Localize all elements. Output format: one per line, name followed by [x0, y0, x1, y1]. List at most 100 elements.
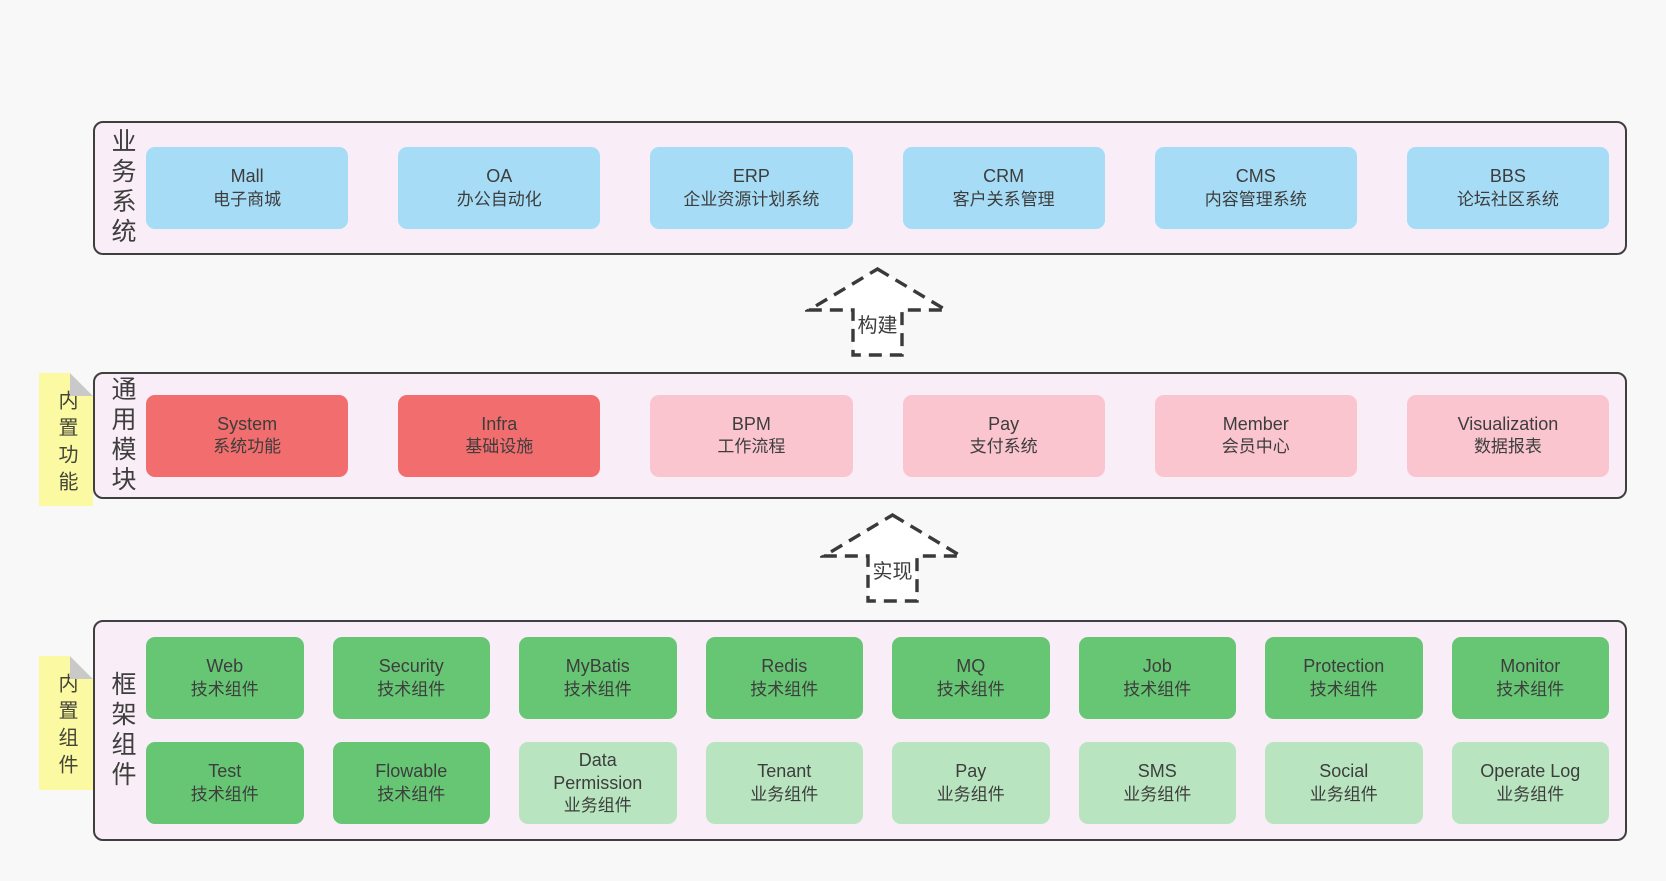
module-name: Tenant — [757, 761, 812, 782]
module-subtitle: 基础设施 — [465, 437, 534, 457]
module-name: Member — [1222, 413, 1289, 434]
module-subtitle: 技术组件 — [1123, 679, 1192, 699]
module-subtitle: 业务组件 — [750, 784, 819, 804]
module-name: Test — [208, 761, 242, 782]
sticky-tab-builtin-features: 内置功能 — [39, 373, 93, 506]
module-name: Mall — [230, 166, 264, 187]
module-name: MQ — [956, 656, 986, 677]
module-name: Pay — [988, 413, 1020, 434]
module-name: Redis — [761, 656, 808, 677]
sticky-tab-builtin-components: 内置组件 — [39, 656, 93, 790]
module-name: CMS — [1235, 166, 1276, 187]
module-name: System — [217, 413, 278, 434]
module-name: Data Permission — [553, 749, 643, 793]
module-subtitle: 支付系统 — [969, 437, 1038, 457]
band-label: 框架组件 — [108, 670, 136, 791]
module-name: Job — [1142, 656, 1172, 677]
module-name: CRM — [983, 166, 1025, 187]
sticky-tab-label: 内置组件 — [55, 673, 77, 781]
module-subtitle: 客户关系管理 — [952, 189, 1055, 209]
module-name: Monitor — [1500, 656, 1561, 677]
module-subtitle: 技术组件 — [750, 679, 819, 699]
module-name: BBS — [1489, 166, 1526, 187]
arrow-label: 实现 — [873, 560, 913, 583]
module-subtitle: 技术组件 — [190, 784, 259, 804]
module-subtitle: 技术组件 — [563, 679, 632, 699]
module-box-system: System 系统功能 — [146, 394, 349, 477]
module-subtitle: 内容管理系统 — [1204, 189, 1307, 209]
module-name: MyBatis — [565, 656, 630, 677]
module-name: Web — [206, 656, 244, 677]
module-subtitle: 技术组件 — [190, 679, 259, 699]
module-box-infra: Infra 基础设施 — [398, 394, 601, 477]
module-name: ERP — [732, 166, 770, 187]
module-box-bpm: BPM 工作流程 — [650, 394, 853, 477]
module-subtitle: 业务组件 — [936, 784, 1005, 804]
module-name: Social — [1319, 761, 1369, 782]
band-label: 业务系统 — [108, 128, 136, 248]
module-name: SMS — [1137, 761, 1177, 782]
module-subtitle: 论坛社区系统 — [1456, 189, 1559, 209]
band-common-modules: 通用模块 System 系统功能 Infra 基础设施 BPM 工作流程 Pay 支付系统 Me… — [93, 372, 1627, 499]
fold-corner-icon — [70, 656, 93, 679]
module-subtitle: 企业资源计划系统 — [683, 189, 820, 209]
fold-corner-icon — [70, 373, 93, 396]
module-subtitle: 业务组件 — [563, 796, 632, 816]
module-subtitle: 办公自动化 — [456, 189, 542, 209]
module-name: Pay — [955, 761, 987, 782]
module-name: OA — [486, 166, 513, 187]
module-name: BPM — [731, 413, 771, 434]
block-arrow-up-build-icon: 构建 — [805, 267, 950, 357]
module-name: Infra — [481, 413, 518, 434]
block-arrow-up-implement-icon: 实现 — [820, 513, 965, 603]
module-name: Operate Log — [1480, 761, 1581, 782]
module-name: Protection — [1303, 656, 1385, 677]
module-subtitle: 技术组件 — [1496, 679, 1565, 699]
arrow-label: 构建 — [858, 314, 898, 337]
band-label: 通用模块 — [108, 375, 136, 496]
module-subtitle: 系统功能 — [213, 437, 282, 457]
module-box-pay: Pay 支付系统 — [902, 394, 1105, 477]
module-subtitle: 技术组件 — [377, 784, 446, 804]
module-subtitle: 技术组件 — [377, 679, 446, 699]
module-subtitle: 业务组件 — [1309, 784, 1378, 804]
module-subtitle: 技术组件 — [1309, 679, 1378, 699]
sticky-tab-label: 内置功能 — [55, 390, 77, 498]
module-name: Flowable — [375, 761, 448, 782]
module-subtitle: 工作流程 — [717, 437, 786, 457]
module-name: Security — [378, 656, 444, 677]
module-subtitle: 电子商城 — [213, 189, 282, 209]
module-subtitle: 数据报表 — [1473, 437, 1542, 457]
